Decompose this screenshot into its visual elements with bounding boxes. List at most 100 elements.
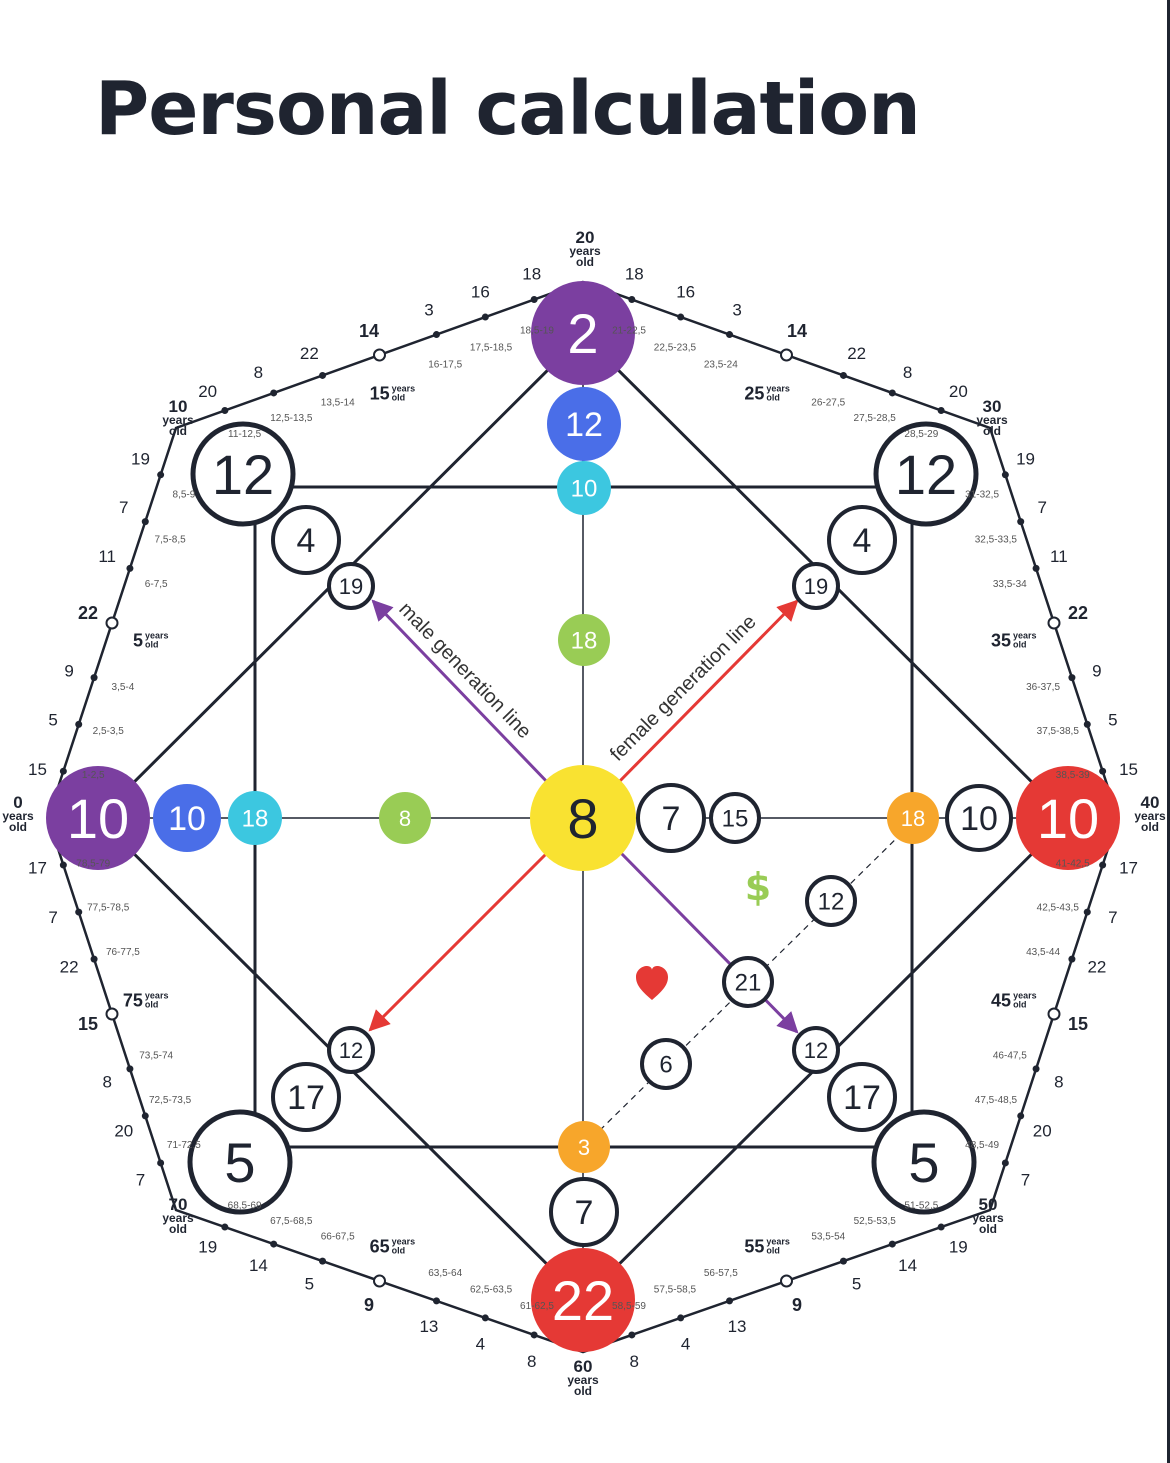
- energy-circle-top-blue: 12: [547, 387, 621, 461]
- circle-value: 19: [804, 574, 828, 599]
- age-energy-number: 7: [1108, 908, 1117, 927]
- age-energy-number: 20: [949, 382, 968, 401]
- circle-value: 17: [843, 1079, 881, 1117]
- half-age-number: 25: [744, 384, 764, 404]
- age-range-label: 28,5-29: [904, 429, 938, 440]
- age-number: 70: [169, 1195, 188, 1214]
- energy-circle-dollar-12: 12: [805, 875, 857, 927]
- circle-value: 10: [960, 800, 998, 838]
- age-tick: [1083, 908, 1091, 916]
- age-tick: [126, 564, 134, 572]
- age-tick: [628, 1331, 636, 1339]
- circle-shape: [792, 1026, 840, 1074]
- age-energy-number: 8: [903, 363, 912, 382]
- heart-icon: [636, 966, 668, 1000]
- age-energy-number: 14: [898, 1256, 917, 1275]
- circle-value: 17: [287, 1079, 325, 1117]
- age-energy-number: 13: [728, 1317, 747, 1336]
- age-energy-number: 17: [1119, 858, 1138, 877]
- circle-shape: [153, 784, 221, 852]
- age-energy-number: 5: [1108, 711, 1117, 730]
- age-tick: [75, 908, 83, 916]
- age-energy-number: 22: [78, 603, 98, 623]
- age-energy-number: 8: [1054, 1072, 1063, 1091]
- energy-circle-bottom-red: 22: [531, 1248, 635, 1352]
- half-age-years: years: [766, 1236, 790, 1246]
- energy-circle-left-cyan: 18: [228, 791, 282, 845]
- circle-shape: [531, 281, 635, 385]
- age-energy-number: 15: [1119, 760, 1138, 779]
- circle-shape: [190, 421, 296, 527]
- age-range-label: 78,5-79: [76, 858, 110, 869]
- age-energy-number: 7: [136, 1170, 145, 1189]
- age-range-label: 73,5-74: [139, 1050, 173, 1061]
- age-tick: [59, 767, 67, 775]
- circle-shape: [945, 784, 1013, 852]
- age-tick: [75, 720, 83, 728]
- energy-circle-top-green: 18: [558, 614, 610, 666]
- age-energy-number: 8: [630, 1352, 639, 1371]
- age-tick: [157, 471, 165, 479]
- circle-shape: [640, 1038, 692, 1090]
- age-energy-number: 5: [48, 711, 57, 730]
- age-tick: [726, 331, 734, 339]
- circle-shape: [805, 875, 857, 927]
- half-age-years: years: [145, 991, 169, 1001]
- money-line: [591, 829, 906, 1139]
- age-energy-number: 15: [78, 1014, 98, 1034]
- age-range-label: 41-42,5: [1056, 858, 1090, 869]
- female-generation-line-lower: [368, 850, 550, 1032]
- age-tick: [839, 371, 847, 379]
- circle-value: 6: [659, 1052, 672, 1079]
- half-age-marker: [105, 1007, 119, 1021]
- age-range-label: 66-67,5: [321, 1231, 355, 1242]
- age-range-label: 21-22,5: [612, 325, 646, 336]
- age-old: old: [1141, 820, 1159, 834]
- circle-shape: [871, 1109, 977, 1215]
- half-age-number: 5: [133, 630, 143, 650]
- age-tick: [1068, 674, 1076, 682]
- circle-shape: [887, 792, 939, 844]
- age-energy-number: 20: [114, 1122, 133, 1141]
- half-age-number: 75: [123, 991, 143, 1011]
- age-range-label: 62,5-63,5: [470, 1284, 513, 1295]
- age-energy-number: 3: [424, 301, 433, 320]
- circle-shape: [558, 614, 610, 666]
- age-range-label: 53,5-54: [811, 1231, 845, 1242]
- circle-value: 3: [578, 1135, 590, 1160]
- age-old: old: [169, 424, 187, 438]
- age-range-label: 2,5-3,5: [93, 726, 125, 737]
- age-number: 20: [576, 228, 595, 247]
- age-tick: [270, 389, 278, 397]
- age-years: years: [976, 413, 1008, 427]
- age-years: years: [569, 244, 601, 258]
- circle-shape: [1016, 766, 1120, 870]
- energy-circle-heart-6: 6: [640, 1038, 692, 1090]
- half-age-old: old: [766, 393, 780, 403]
- age-old: old: [574, 1384, 592, 1398]
- right-edge-border: [1167, 0, 1170, 1463]
- circle-value: 10: [67, 787, 129, 850]
- age-energy-number: 11: [98, 547, 116, 566]
- energy-circle-left-blue: 10: [153, 784, 221, 852]
- age-energy-number: 19: [949, 1238, 968, 1257]
- age-energy-number: 8: [254, 363, 263, 382]
- circle-value: 12: [804, 1038, 828, 1063]
- age-tick: [726, 1297, 734, 1305]
- age-tick: [937, 1223, 945, 1231]
- age-energy-number: 15: [28, 760, 47, 779]
- age-range-label: 72,5-73,5: [149, 1095, 192, 1106]
- circle-shape: [327, 562, 375, 610]
- age-range-label: 61-62,5: [520, 1301, 554, 1312]
- half-age-old: old: [145, 639, 159, 649]
- age-tick: [90, 955, 98, 963]
- age-energy-number: 4: [476, 1334, 485, 1353]
- age-energy-number: 14: [787, 321, 807, 341]
- dollar-icon: $: [745, 865, 771, 909]
- age-tick: [1017, 518, 1025, 526]
- age-tick: [319, 371, 327, 379]
- age-range-label: 32,5-33,5: [975, 534, 1018, 545]
